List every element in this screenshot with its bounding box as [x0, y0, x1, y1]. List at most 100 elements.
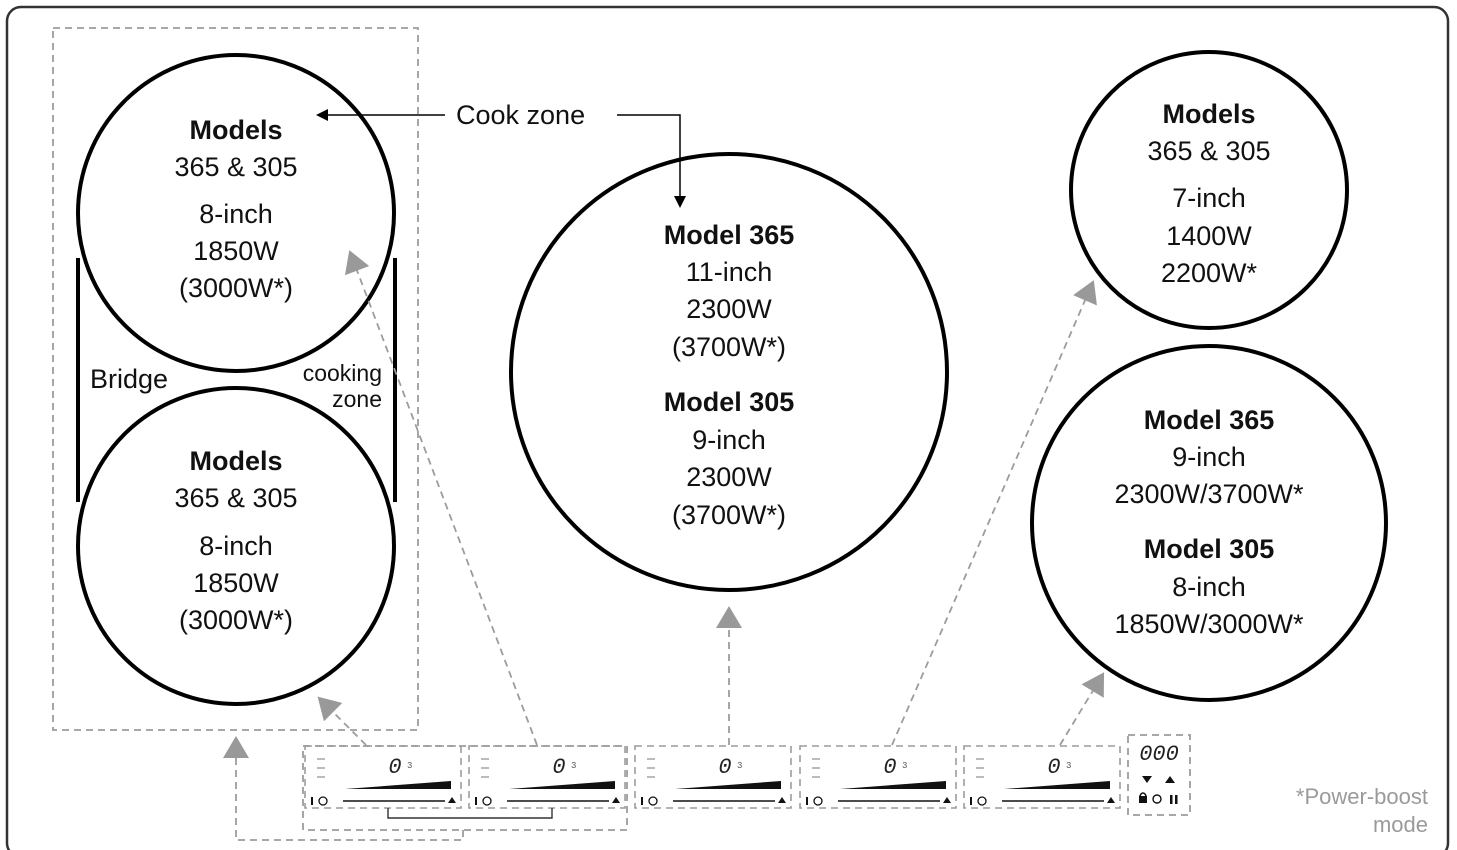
zone-control-frame [799, 745, 957, 809]
cook-zone-center [509, 152, 949, 592]
boost-icon[interactable] [943, 797, 951, 803]
zone-power-display-sub: 3 [571, 761, 576, 771]
lock-icon[interactable] [1139, 796, 1147, 803]
zone-power-display: 0 [718, 755, 731, 780]
zone-marker-icon [970, 797, 972, 805]
zone-lt-line-1: Models [189, 115, 282, 145]
zone-power-display: 0 [1047, 755, 1060, 780]
indicator-mark [481, 767, 489, 769]
zone-lb-line-4: 1850W [193, 568, 279, 598]
boost-icon[interactable] [1107, 797, 1115, 803]
zone-lt-line-3: 8-inch [199, 199, 273, 229]
timer-display: 000 [1139, 742, 1179, 767]
cooking-zone-label-1: cooking [303, 360, 382, 386]
indicator-mark [481, 758, 489, 760]
zone-power-display-sub: 3 [737, 761, 742, 771]
zone-c-line-3: 2300W [686, 294, 772, 324]
zone-lb-line-3: 8-inch [199, 531, 273, 561]
zone-rb-line-1: Model 365 [1144, 405, 1275, 435]
indicator-mark [317, 776, 325, 778]
indicator-mark [647, 776, 655, 778]
power-slider[interactable] [675, 781, 781, 789]
zone-lb-line-1: Models [189, 446, 282, 476]
zone-c-line-1: Model 365 [664, 220, 795, 250]
arrow-ctrl2-to-left-top [344, 250, 538, 746]
power-slider[interactable] [345, 781, 451, 789]
zone-lb-line-2: 365 & 305 [174, 483, 297, 513]
zone-rt-line-2: 365 & 305 [1147, 136, 1270, 166]
cook-zone-right-bottom [1030, 344, 1388, 702]
zone-c-line-8: (3700W*) [672, 500, 786, 530]
cook-zone-left-top [76, 53, 396, 373]
zone-power-display-sub: 3 [407, 761, 412, 771]
zone-on-off-icon[interactable] [813, 796, 823, 806]
zone-c-line-5: Model 305 [664, 387, 795, 417]
zone-lt-line-4: 1850W [193, 236, 279, 266]
zone-on-off-icon[interactable] [318, 796, 328, 806]
zone-c-line-6: 9-inch [692, 425, 766, 455]
cooking-zone-label-2: zone [332, 386, 382, 412]
footnote-line-1: *Power-boost [1296, 784, 1428, 809]
zone-marker-icon [475, 797, 477, 805]
zone-rb-line-6: 1850W/3000W* [1114, 609, 1304, 639]
indicator-mark [812, 767, 820, 769]
cook-zone-right-top [1069, 50, 1349, 330]
indicator-mark [481, 776, 489, 778]
zone-c-line-7: 2300W [686, 462, 772, 492]
bridge-control-group [302, 745, 628, 831]
bridge-zone-box [52, 27, 419, 731]
zone-on-off-icon[interactable] [482, 796, 492, 806]
zone-c-line-2: 11-inch [686, 257, 773, 287]
indicator-mark [317, 758, 325, 760]
zone-rt-line-4: 1400W [1166, 221, 1252, 251]
zone-control-frame [963, 745, 1121, 809]
bridge-link-bracket [387, 808, 553, 819]
cook-zone-arrow-down [617, 114, 686, 208]
up-arrow-icon[interactable] [1165, 776, 1175, 783]
indicator-mark [976, 767, 984, 769]
cook-zone-callout: Cook zone [456, 100, 585, 130]
zone-power-display: 0 [388, 755, 401, 780]
boost-icon[interactable] [612, 797, 620, 803]
indicator-mark [976, 776, 984, 778]
zone-marker-icon [806, 797, 808, 805]
zone-control-frame [634, 745, 792, 809]
boost-icon[interactable] [778, 797, 786, 803]
indicator-mark [317, 767, 325, 769]
footnote-line-2: mode [1373, 812, 1428, 837]
power-slider[interactable] [509, 781, 615, 789]
pause-icon[interactable] [1170, 795, 1173, 804]
zone-control-frame [468, 745, 626, 809]
power-slider[interactable] [1004, 781, 1110, 789]
zone-rt-line-1: Models [1162, 99, 1255, 129]
zone-lt-line-2: 365 & 305 [174, 152, 297, 182]
zone-on-off-icon[interactable] [977, 796, 987, 806]
down-arrow-icon[interactable] [1142, 776, 1152, 783]
zone-rt-line-3: 7-inch [1172, 183, 1246, 213]
power-slider[interactable] [840, 781, 946, 789]
zone-power-display: 0 [883, 755, 896, 780]
zone-rt-line-5: 2200W* [1161, 258, 1258, 288]
timer-panel: 000 [1127, 734, 1191, 816]
cook-zone-left-bottom [76, 386, 396, 706]
indicator-mark [976, 758, 984, 760]
zone-c-line-4: (3700W*) [672, 332, 786, 362]
zone-power-display: 0 [552, 755, 565, 780]
boost-icon[interactable] [448, 797, 456, 803]
zone-on-off-icon[interactable] [648, 796, 658, 806]
zone-lb-line-5: (3000W*) [179, 605, 293, 635]
zone-rb-line-4: Model 305 [1144, 534, 1275, 564]
zone-power-display-sub: 3 [902, 761, 907, 771]
indicator-mark [647, 758, 655, 760]
zone-marker-icon [641, 797, 643, 805]
power-icon[interactable] [1152, 794, 1162, 804]
zone-control-frame [304, 745, 462, 809]
zone-rb-line-5: 8-inch [1172, 572, 1246, 602]
bridge-label: Bridge [90, 364, 168, 394]
